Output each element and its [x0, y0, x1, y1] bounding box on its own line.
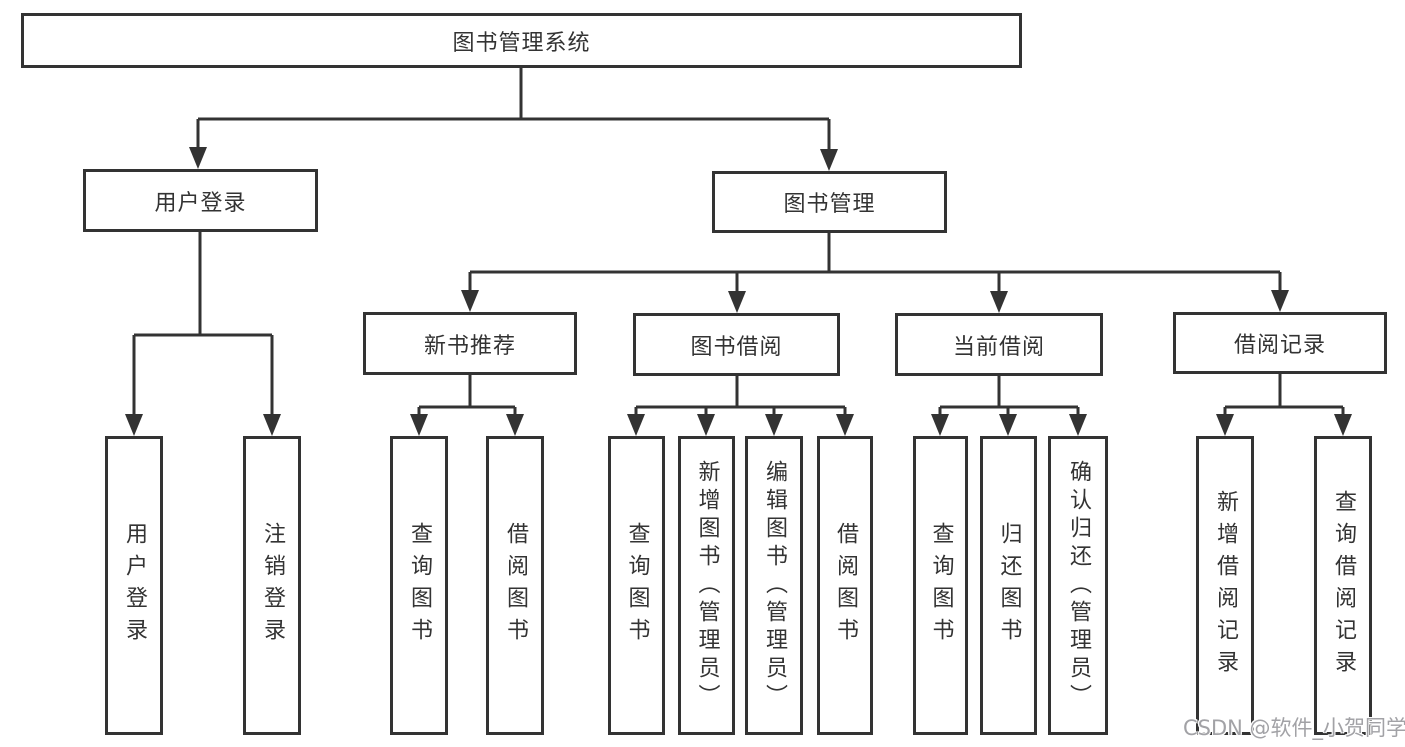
node-label: 新书推荐: [423, 333, 516, 359]
node-user-login: 用户登录: [83, 169, 318, 232]
leaf-add-borrow-record: 新增借阅记录: [1196, 436, 1254, 735]
node-borrowing-records: 借阅记录: [1173, 312, 1387, 374]
arrowhead: [125, 414, 143, 436]
node-label: 查询图书: [407, 521, 432, 650]
node-label: 编辑图书（管理员）: [762, 459, 787, 712]
leaf-confirm-return-admin: 确认归还（管理员）: [1048, 436, 1108, 735]
node-label: 图书借阅: [690, 334, 783, 360]
node-label: 新增图书（管理员）: [694, 459, 720, 712]
leaf-edit-books-admin: 编辑图书（管理员）: [745, 436, 803, 735]
arrowhead: [697, 414, 715, 436]
arrowhead: [1216, 414, 1234, 436]
node-label: 确认归还（管理员）: [1066, 459, 1091, 712]
node-label: 归还图书: [996, 521, 1022, 650]
arrowhead: [263, 414, 281, 436]
leaf-query-books: 查询图书: [913, 436, 968, 735]
node-label: 用户登录: [122, 521, 147, 650]
leaf-borrow-books: 借阅图书: [817, 436, 873, 735]
watermark: CSDN @软件_小贺同学: [1183, 716, 1405, 740]
arrowhead: [506, 414, 524, 436]
node-label: 借阅图书: [503, 521, 528, 650]
leaf-borrow-books: 借阅图书: [486, 436, 544, 735]
arrowhead: [461, 290, 479, 312]
arrowhead: [627, 414, 645, 436]
arrowhead: [728, 291, 746, 313]
arrowhead: [931, 414, 949, 436]
node-label: 借阅记录: [1233, 333, 1326, 358]
node-label: 图书管理: [783, 192, 876, 217]
leaf-query-books: 查询图书: [608, 436, 665, 735]
node-label: 当前借阅: [952, 334, 1045, 360]
arrowhead: [189, 147, 207, 169]
arrowhead: [990, 291, 1008, 313]
leaf-user-login: 用户登录: [105, 436, 163, 735]
arrowhead: [999, 414, 1017, 436]
node-library-management-system: 图书管理系统: [21, 13, 1022, 68]
leaf-add-books-admin: 新增图书（管理员）: [678, 436, 735, 735]
leaf-query-books: 查询图书: [390, 436, 448, 735]
node-new-book-recommendation: 新书推荐: [363, 312, 577, 375]
node-label: 查询借阅记录: [1331, 489, 1356, 682]
node-label: 借阅图书: [833, 521, 858, 650]
node-label: 查询图书: [928, 521, 954, 650]
node-book-borrowing: 图书借阅: [633, 313, 840, 376]
node-label: 图书管理系统: [452, 30, 591, 56]
node-label: 查询图书: [624, 521, 650, 650]
node-label: 注销登录: [260, 521, 285, 650]
leaf-logout: 注销登录: [243, 436, 301, 735]
arrowhead: [836, 414, 854, 436]
arrowhead: [765, 414, 783, 436]
arrowhead: [820, 149, 838, 171]
leaf-return-books: 归还图书: [980, 436, 1037, 735]
arrowhead: [1334, 414, 1352, 436]
connector-path: [132, 68, 1345, 416]
node-book-management: 图书管理: [712, 171, 947, 233]
node-label: 用户登录: [154, 190, 247, 216]
node-label: 新增借阅记录: [1213, 489, 1238, 682]
arrowhead: [1069, 414, 1087, 436]
arrowhead: [410, 414, 428, 436]
arrowhead: [1271, 290, 1289, 312]
node-current-borrowing: 当前借阅: [895, 313, 1103, 376]
leaf-query-borrow-record: 查询借阅记录: [1314, 436, 1372, 735]
